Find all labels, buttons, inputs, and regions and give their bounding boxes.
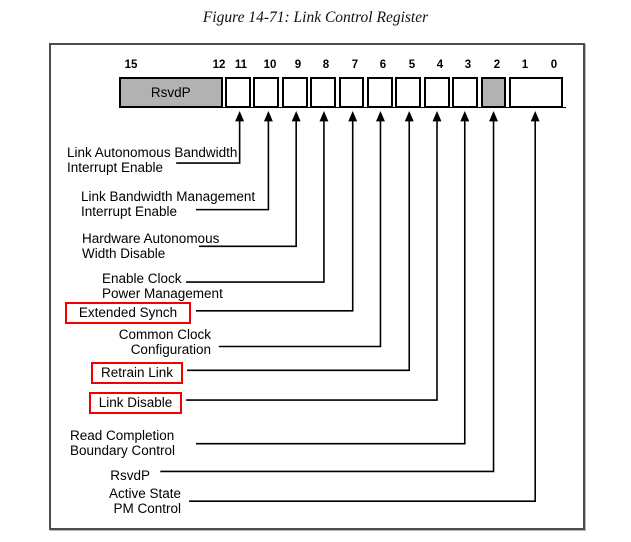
connector-bit-9 [198,110,301,248]
bit-number-15: 15 [124,59,138,71]
bit-number-3: 3 [464,59,472,71]
connector-bit-3 [196,110,470,445]
field-label-bit-10: Link Bandwidth Management Interrupt Enab… [81,189,256,219]
field-label-bit-2: RsvdP [110,468,150,483]
connector-bit-7 [196,110,358,312]
connector-bit-11 [176,110,245,164]
bit-numbers-row: 15 12 11 10 9 8 7 6 5 4 3 2 1 0 [51,59,583,73]
bit-number-5: 5 [408,59,416,71]
register-diagram-frame: 15 12 11 10 9 8 7 6 5 4 3 2 1 0 RsvdP [49,43,585,530]
bit-number-11: 11 [234,59,248,71]
field-label-bits-1-0: Active State PM Control [108,486,181,516]
bit-number-6: 6 [379,59,387,71]
bit-number-4: 4 [436,59,444,71]
connector-bit-8 [186,110,329,283]
figure-title: Figure 14-71: Link Control Register [202,9,429,26]
bit-number-12: 12 [212,59,226,71]
bit-number-2: 2 [493,59,501,71]
connector-bit-10 [196,110,273,211]
bit-cell-4 [423,77,450,108]
bit-cell-8 [310,77,337,108]
bit-number-10: 10 [263,59,277,71]
bit-cell-5 [395,77,422,108]
connector-bits-1-0 [189,110,540,503]
register-bar: RsvdP [119,77,566,108]
field-label-bit-4-highlighted: Link Disable [89,392,182,414]
field-label-bit-6: Common Clock Configuration [118,327,211,357]
bit-cell-2 [480,77,507,108]
connectors-layer [160,110,540,503]
bit-number-0: 0 [550,59,558,71]
connector-bit-6 [218,110,385,348]
bit-cell-7 [338,77,365,108]
bit-number-1: 1 [521,59,529,71]
field-label-bit-7-highlighted: Extended Synch [65,302,191,324]
field-label-bit-3: Read Completion Boundary Control [70,428,176,458]
bit-number-7: 7 [351,59,359,71]
bit-cell-10 [253,77,280,108]
rsvdp-field-label: RsvdP [150,85,191,100]
bit-cell-1-0 [508,77,564,108]
field-label-bit-11: Link Autonomous Bandwidth Interrupt Enab… [67,145,238,175]
bit-cell-3 [452,77,479,108]
field-label-bit-8: Enable Clock Power Management [102,271,223,301]
field-label-bit-5-highlighted: Retrain Link [91,362,183,384]
bit-cell-6 [366,77,393,108]
bit-cell-15-12: RsvdP [119,77,223,108]
bit-cell-11 [225,77,251,108]
bit-cell-9 [281,77,308,108]
connector-bit-2 [160,110,499,473]
connector-bit-5 [187,110,414,372]
field-label-bit-9: Hardware Autonomous Width Disable [82,231,220,261]
bit-number-8: 8 [322,59,330,71]
connector-bit-4 [186,110,442,401]
register-baseline [119,106,566,109]
bit-number-9: 9 [294,59,302,71]
